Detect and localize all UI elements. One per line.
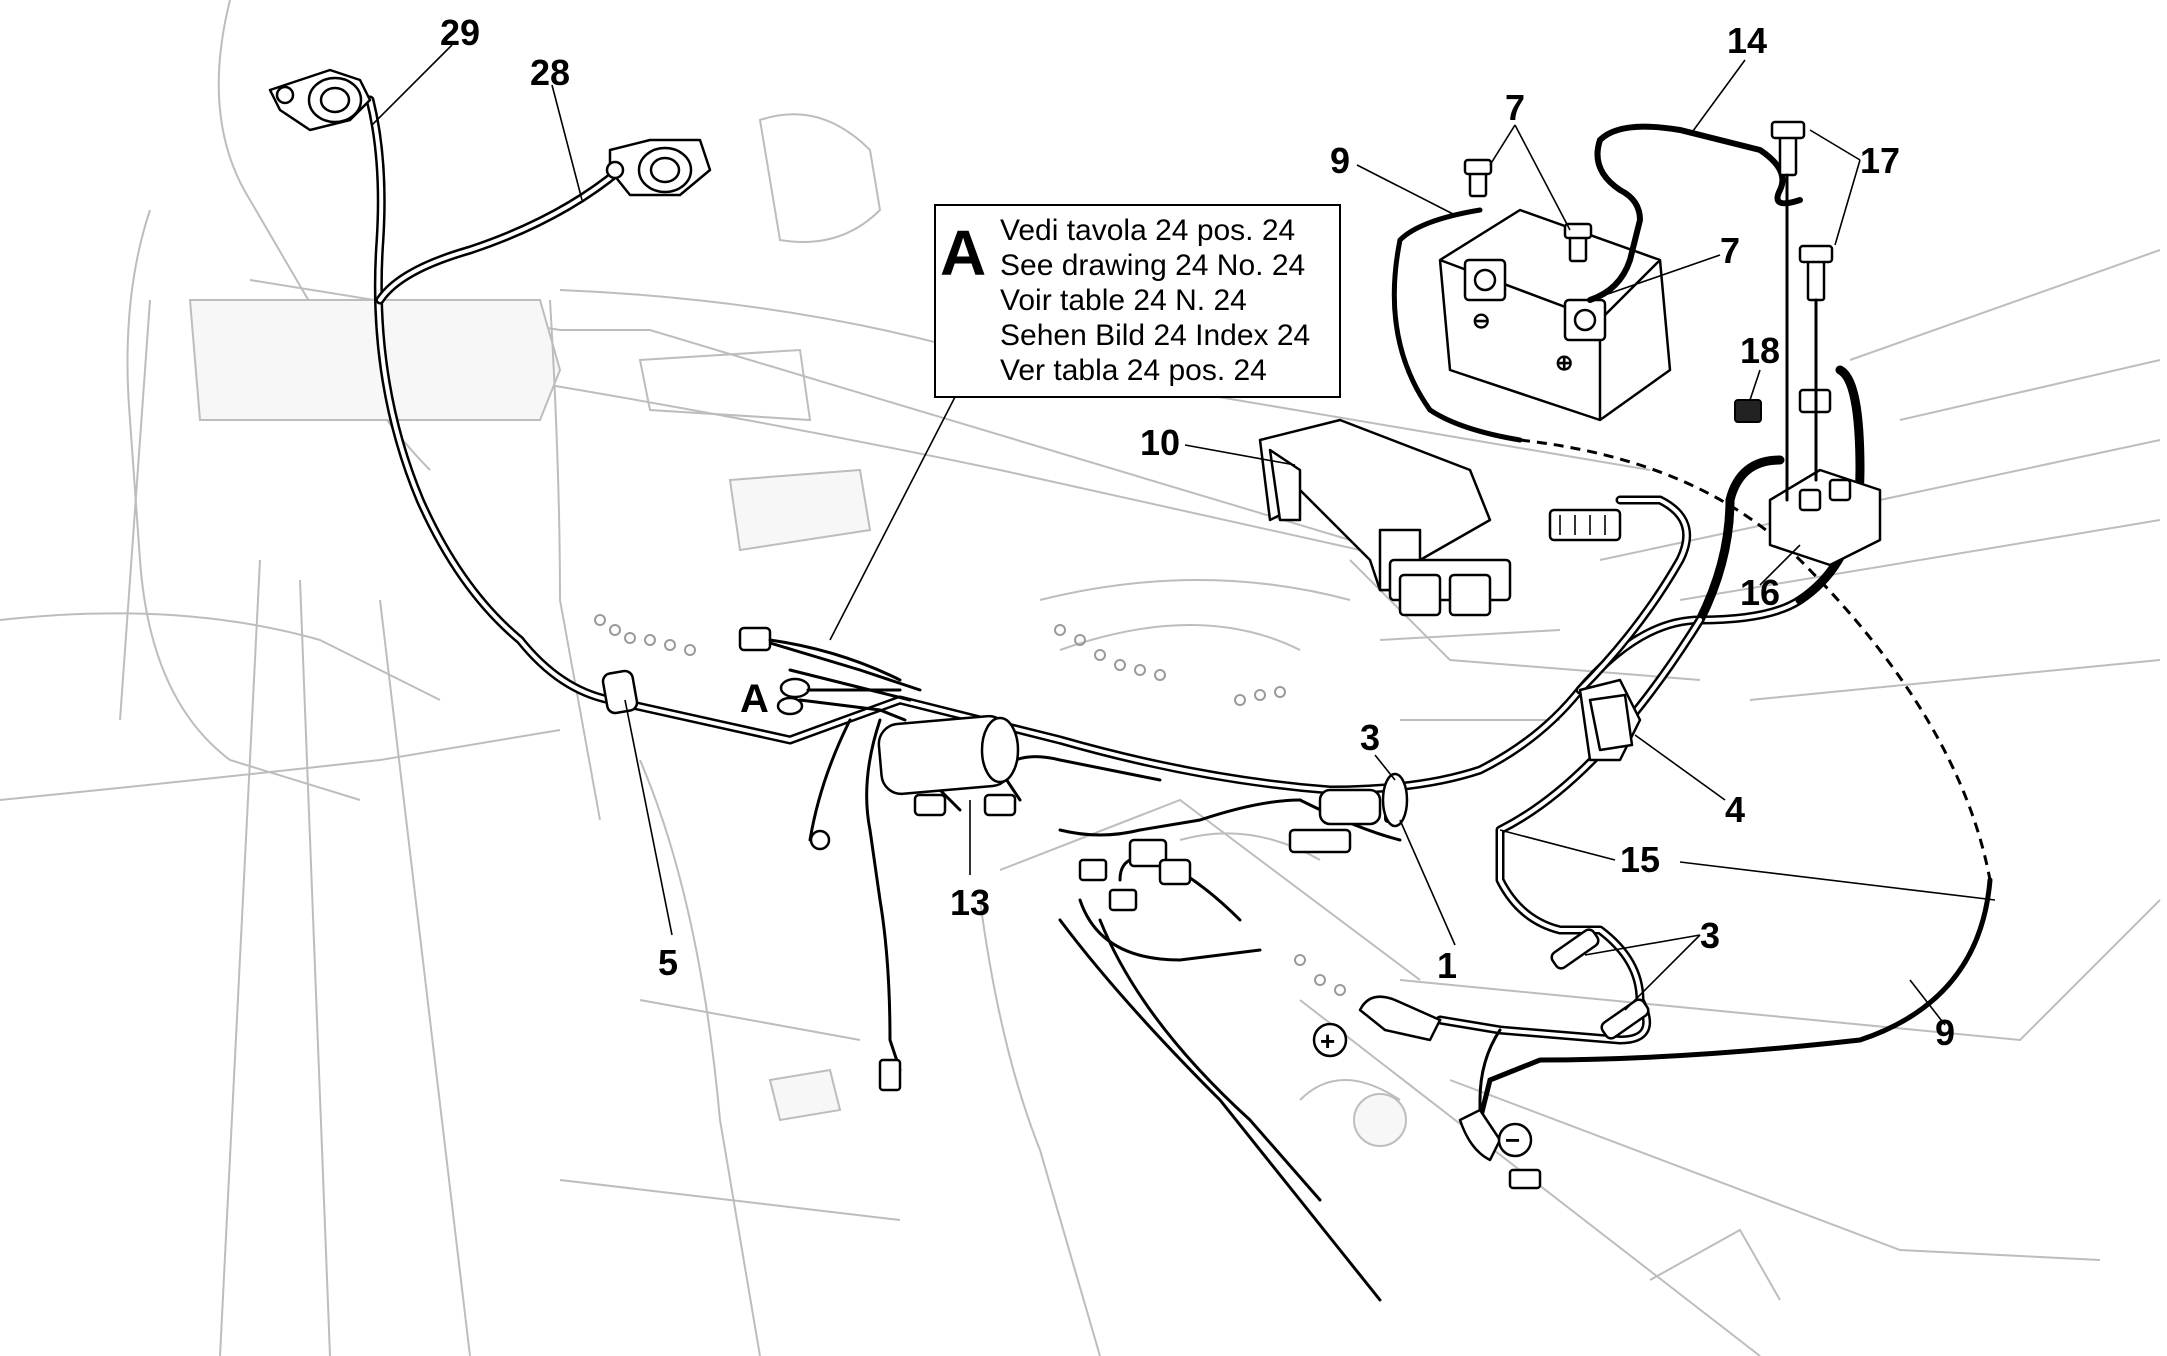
bolts-17 <box>1770 120 1834 302</box>
callout-9-top: 9 <box>1330 140 1350 181</box>
note-line-es: Ver tabla 24 pos. 24 <box>1000 354 1267 387</box>
callout-7-top: 7 <box>1505 87 1525 128</box>
callout-17: 17 <box>1860 140 1900 181</box>
clamp-part-28 <box>605 138 712 197</box>
fuse-box <box>1388 558 1512 617</box>
center-connectors <box>1078 781 1402 912</box>
note-line-en: See drawing 24 No. 24 <box>1000 249 1305 282</box>
bolts-7 <box>1463 158 1593 263</box>
callout-A: A <box>740 677 769 721</box>
battery-cable-negative <box>1477 877 1993 1123</box>
fuse-18 <box>1734 399 1762 423</box>
callout-10: 10 <box>1140 422 1180 463</box>
positive-terminal-sign: + <box>1320 1026 1335 1056</box>
callout-7-right: 7 <box>1720 230 1740 271</box>
callout-29: 29 <box>440 12 480 53</box>
callout-3-top: 3 <box>1360 717 1380 758</box>
callout-18: 18 <box>1740 330 1780 371</box>
callout-14: 14 <box>1727 20 1767 61</box>
callout-15: 15 <box>1620 839 1660 880</box>
branch-wires <box>758 638 1502 1302</box>
callout-9-bottom: 9 <box>1935 1012 1955 1053</box>
callout-16: 16 <box>1740 572 1780 613</box>
positive-terminal: + <box>1312 995 1442 1058</box>
note-letter: A <box>940 217 986 289</box>
cover-part-10 <box>1258 418 1492 592</box>
starter-relay-16 <box>1768 173 1882 567</box>
grommet-4 <box>1578 678 1642 762</box>
cable-tie-3 <box>1381 772 1650 1040</box>
note-line-it: Vedi tavola 24 pos. 24 <box>1000 214 1295 247</box>
multi-pin-connector <box>1548 508 1622 542</box>
leader-lines <box>371 44 1996 1026</box>
note-line-fr: Voir table 24 N. 24 <box>1000 284 1247 317</box>
callout-28: 28 <box>530 52 570 93</box>
main-wiring-harness <box>365 95 1865 1045</box>
callout-1: 1 <box>1437 945 1457 986</box>
battery-plus-mark: ⊕ <box>1555 350 1573 375</box>
note-line-de: Sehen Bild 24 Index 24 <box>1000 319 1310 352</box>
connector-group-a <box>738 626 902 716</box>
harness-clip-5 <box>601 669 639 715</box>
callout-13: 13 <box>950 882 990 923</box>
battery-cable-14 <box>1587 123 1803 303</box>
negative-terminal: − <box>1458 1108 1542 1190</box>
battery-cable-dashed <box>1519 438 1992 881</box>
callout-labels: 29 28 14 7 7 9 17 18 10 16 3 4 15 3 13 5… <box>440 12 1955 1053</box>
battery: ⊖ ⊕ <box>1438 208 1672 422</box>
callout-3-bottom: 3 <box>1700 915 1720 956</box>
negative-terminal-sign: − <box>1505 1125 1520 1155</box>
callout-4: 4 <box>1725 789 1745 830</box>
cross-reference-note: A Vedi tavola 24 pos. 24 See drawing 24 … <box>829 204 1341 641</box>
clamp-part-29 <box>268 68 372 132</box>
battery-minus-mark: ⊖ <box>1472 308 1490 333</box>
callout-5: 5 <box>658 942 678 983</box>
component-13-relay <box>809 714 1020 1092</box>
battery-cable-9-top <box>1391 207 1523 443</box>
bead-chain-decor <box>594 614 1346 996</box>
